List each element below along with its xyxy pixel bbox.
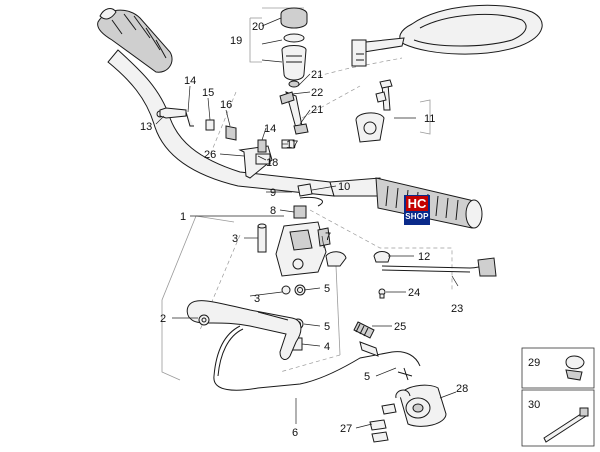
callout-5b: 5 [324,321,330,333]
callout-11: 11 [424,113,435,125]
callout-labels: 20 19 21 22 21 14 15 16 13 14 17 26 18 9… [140,21,468,439]
callout-8: 8 [270,205,276,217]
callout-12: 12 [418,251,430,263]
callout-9: 9 [270,187,276,199]
cable-tie [543,407,589,443]
bleed-screw [353,321,375,339]
callout-22: 22 [311,87,323,99]
shop-watermark-logo: HC SHOP [404,195,430,225]
callout-27: 27 [340,423,352,435]
callout-7: 7 [325,231,331,243]
callout-1: 1 [180,211,186,223]
callout-2: 2 [160,313,166,325]
bolt-13 [159,107,187,119]
callout-19: 19 [230,35,242,47]
callout-16: 16 [220,99,232,111]
brake-line [213,325,421,391]
callout-30: 30 [528,399,540,411]
callout-3b: 3 [254,293,260,305]
callout-13: 13 [140,121,152,133]
callout-29: 29 [528,357,540,369]
reservoir-hose [279,91,309,135]
callout-5a: 5 [324,283,330,295]
inset-29-box [521,347,595,389]
callout-21b: 21 [311,104,323,116]
mirror [351,4,543,67]
left-handlebar [97,8,385,197]
brake-lever [186,300,302,360]
callout-10: 10 [338,181,350,193]
callout-26: 26 [204,149,216,161]
callout-17: 17 [286,139,298,151]
inset-panels: 29 30 [521,347,595,447]
callout-25: 25 [394,321,406,333]
callout-6: 6 [292,427,298,439]
callout-21a: 21 [311,69,323,81]
rear-pump [395,367,447,427]
screws-27 [369,403,397,443]
callout-4: 4 [324,341,330,353]
callout-28: 28 [456,383,468,395]
watermark-line2: SHOP [405,212,429,221]
brake-pump-assembly [257,183,347,351]
callout-14a: 14 [184,75,196,87]
leader-lines [155,17,459,429]
callout-24: 24 [408,287,420,299]
callout-20: 20 [252,21,264,33]
cable-clip [565,355,585,381]
callout-15: 15 [202,87,214,99]
watermark-line1: HC [406,196,428,211]
fluid-reservoir [280,7,308,88]
callout-5c: 5 [364,371,370,383]
callout-23: 23 [451,303,463,315]
mounting-bracket [156,110,295,179]
callout-18: 18 [266,157,278,169]
left-grip [97,8,173,73]
switch-cable [373,251,497,299]
callout-3a: 3 [232,233,238,245]
callout-14b: 14 [264,123,276,135]
switch-clamp [355,79,393,143]
